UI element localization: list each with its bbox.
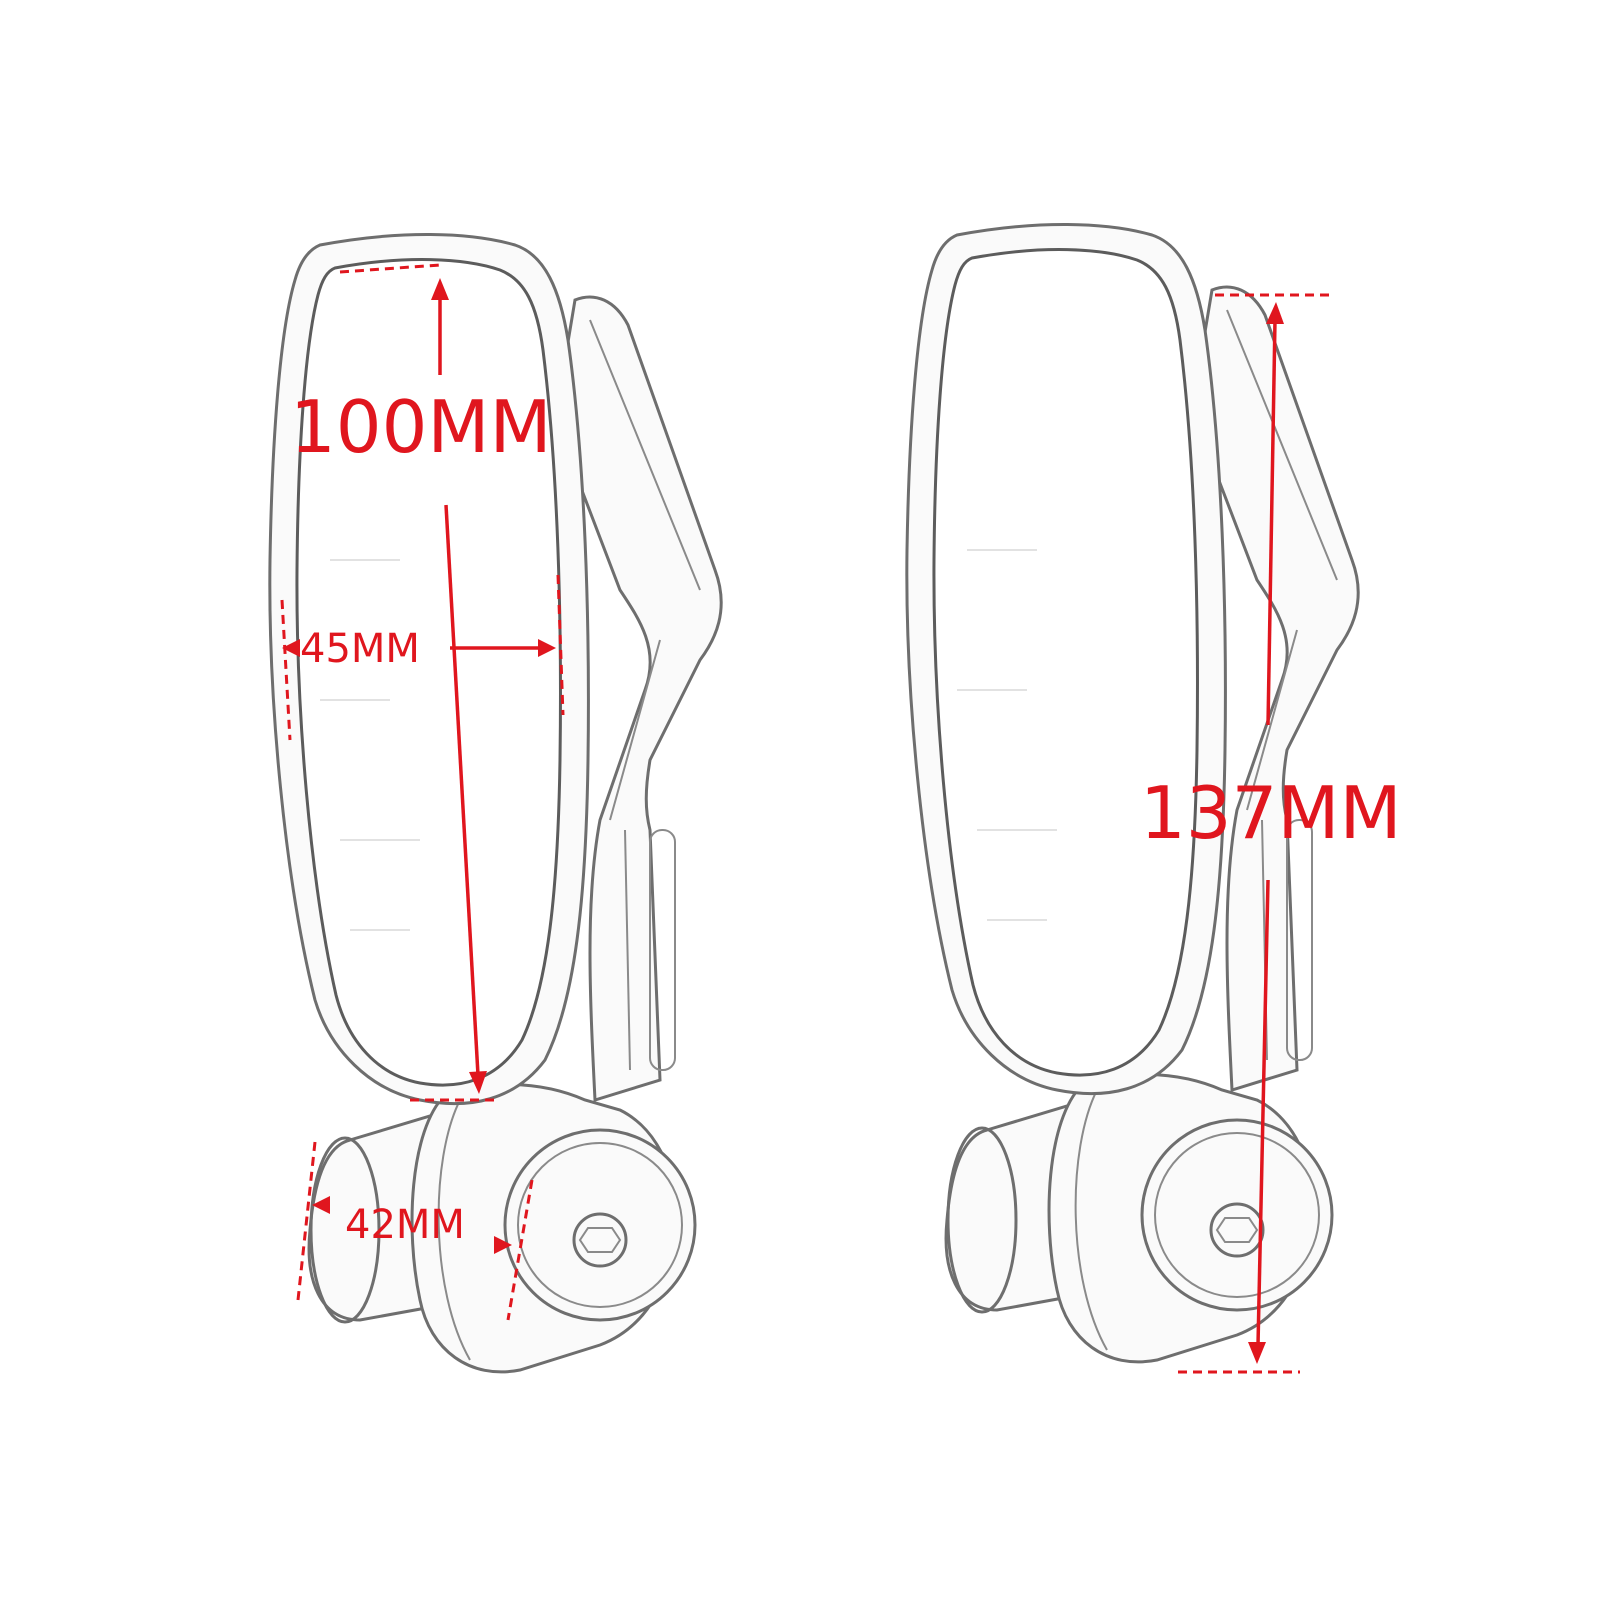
mirror-width-label: 45MM: [300, 626, 420, 672]
mirror-width-dimension: 45MM: [280, 574, 565, 741]
total-height-dimension: 137MM: [1140, 293, 1402, 1374]
mirror-height-dimension: 100MM: [290, 263, 552, 1102]
total-height-label: 137MM: [1140, 771, 1402, 855]
end-plug-dimension: 42MM: [296, 1141, 534, 1321]
mirror-height-label: 100MM: [290, 385, 552, 469]
end-plug-label: 42MM: [345, 1202, 465, 1248]
